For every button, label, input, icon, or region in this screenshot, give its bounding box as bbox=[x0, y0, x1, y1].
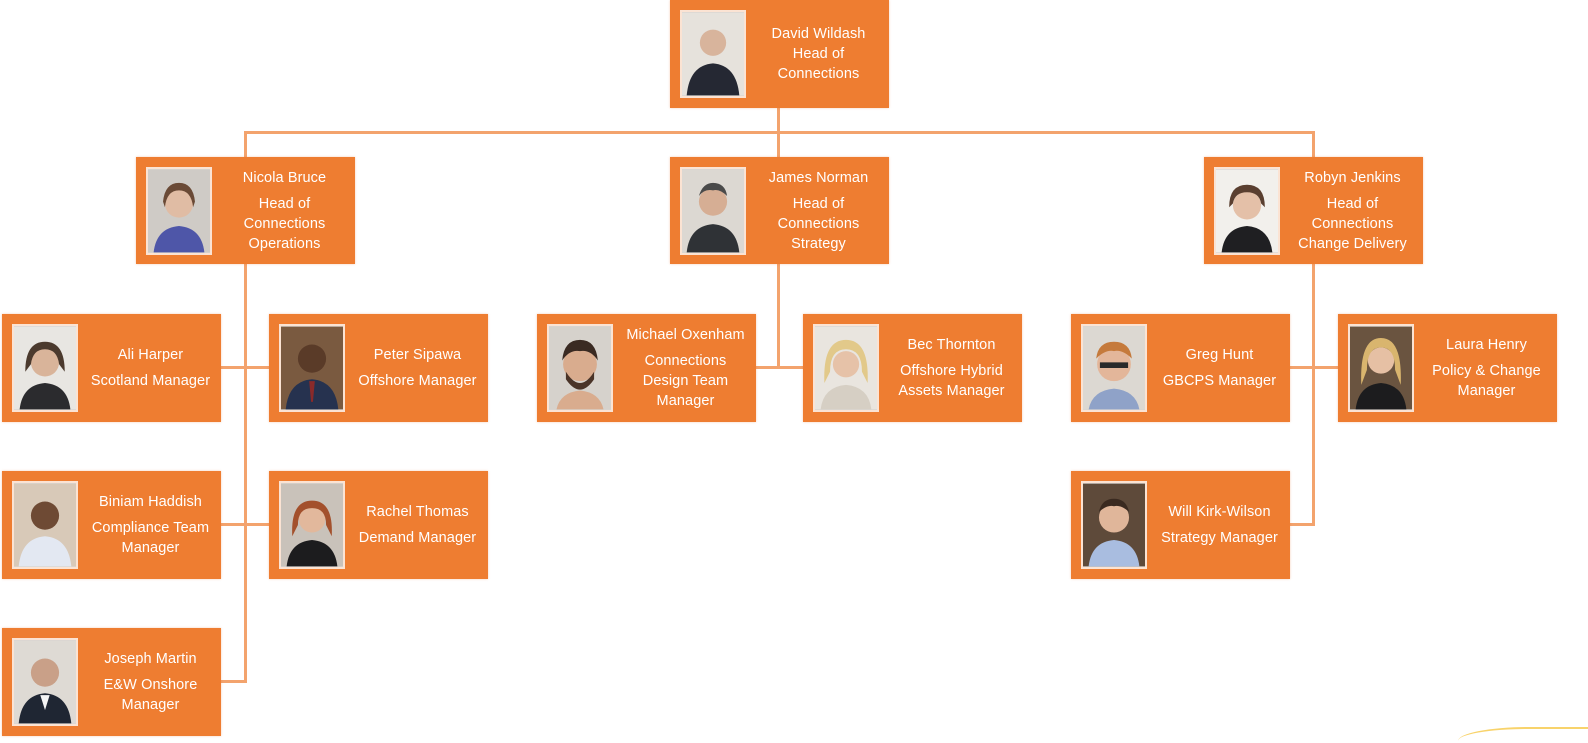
person-title-line: Offshore Hybrid bbox=[900, 363, 1003, 379]
org-card-change-member[interactable]: Greg Hunt GBCPS Manager bbox=[1071, 314, 1290, 422]
org-card-head-change[interactable]: Robyn Jenkins Head of Connections Change… bbox=[1204, 157, 1423, 264]
person-name: Laura Henry bbox=[1446, 337, 1527, 353]
person-name: Biniam Haddish bbox=[99, 494, 202, 510]
connector-change-row2 bbox=[1289, 523, 1315, 526]
person-title-line: Connections bbox=[777, 215, 860, 232]
person-title-line: Connections bbox=[1311, 215, 1394, 232]
org-card-head-strategy[interactable]: James Norman Head of Connections Strateg… bbox=[670, 157, 889, 264]
person-title-line: GBCPS Manager bbox=[1162, 373, 1277, 389]
connector-nicola-up bbox=[244, 131, 247, 157]
portrait-photo bbox=[146, 167, 212, 255]
connector-operations-row2 bbox=[221, 523, 270, 526]
person-title-line: Head of bbox=[792, 46, 845, 62]
person-title-line: Compliance Team bbox=[91, 520, 210, 536]
card-text: Robyn Jenkins Head of Connections Change… bbox=[1284, 157, 1421, 264]
person-title-line: Design Team bbox=[642, 373, 729, 389]
person-title-line: Connections bbox=[777, 66, 860, 82]
connector-strategy-row1 bbox=[755, 366, 804, 369]
person-title-line: Scotland Manager bbox=[90, 373, 211, 389]
person-title-line: E&W Onshore bbox=[103, 677, 198, 693]
person-title-line: Strategy bbox=[791, 235, 846, 252]
org-card-operations-member[interactable]: Joseph Martin E&W Onshore Manager bbox=[2, 628, 221, 736]
person-title-line: Manager bbox=[656, 393, 715, 409]
person-title-line: Offshore Manager bbox=[358, 373, 477, 389]
org-card-change-member[interactable]: Laura Henry Policy & Change Manager bbox=[1338, 314, 1557, 422]
card-text: James Norman Head of Connections Strateg… bbox=[750, 157, 887, 264]
person-name: Bec Thornton bbox=[907, 337, 996, 353]
portrait-photo bbox=[680, 167, 746, 255]
person-name: Michael Oxenham bbox=[626, 327, 745, 343]
corner-accent-curve bbox=[1458, 727, 1588, 743]
card-text: Greg Hunt GBCPS Manager bbox=[1151, 314, 1288, 422]
portrait-photo bbox=[12, 638, 78, 726]
person-name: Joseph Martin bbox=[104, 651, 197, 667]
portrait-photo bbox=[1081, 481, 1147, 569]
person-title-line: Connections bbox=[243, 215, 326, 232]
card-text: Bec Thornton Offshore Hybrid Assets Mana… bbox=[883, 314, 1020, 422]
connector-change-row1 bbox=[1289, 366, 1338, 369]
person-title-line: Manager bbox=[121, 697, 180, 713]
portrait-photo bbox=[12, 481, 78, 569]
person-name: Greg Hunt bbox=[1185, 347, 1254, 363]
org-card-operations-member[interactable]: Rachel Thomas Demand Manager bbox=[269, 471, 488, 579]
portrait-photo bbox=[547, 324, 613, 412]
org-card-operations-member[interactable]: Peter Sipawa Offshore Manager bbox=[269, 314, 488, 422]
person-title-line: Head of bbox=[792, 195, 845, 212]
card-text: Ali Harper Scotland Manager bbox=[82, 314, 219, 422]
org-card-change-member[interactable]: Will Kirk-Wilson Strategy Manager bbox=[1071, 471, 1290, 579]
card-text: Will Kirk-Wilson Strategy Manager bbox=[1151, 471, 1288, 579]
connector-operations-row3 bbox=[221, 680, 247, 683]
org-card-strategy-member[interactable]: Bec Thornton Offshore Hybrid Assets Mana… bbox=[803, 314, 1022, 422]
portrait-photo bbox=[1214, 167, 1280, 255]
connector-operations-trunk bbox=[244, 264, 247, 682]
person-name: Rachel Thomas bbox=[366, 504, 469, 520]
portrait-photo bbox=[12, 324, 78, 412]
org-card-operations-member[interactable]: Ali Harper Scotland Manager bbox=[2, 314, 221, 422]
portrait-photo bbox=[1081, 324, 1147, 412]
person-name: James Norman bbox=[768, 169, 869, 186]
person-title-line: Manager bbox=[121, 540, 180, 556]
person-title-line: Policy & Change bbox=[1432, 363, 1541, 379]
org-card-operations-member[interactable]: Biniam Haddish Compliance Team Manager bbox=[2, 471, 221, 579]
card-text: Joseph Martin E&W Onshore Manager bbox=[82, 628, 219, 736]
person-title-line: Head of bbox=[258, 195, 311, 212]
connector-james-up bbox=[777, 131, 780, 157]
portrait-photo bbox=[680, 10, 746, 98]
person-name: Nicola Bruce bbox=[242, 169, 327, 186]
connector-robyn-up bbox=[1312, 131, 1315, 157]
card-text: Peter Sipawa Offshore Manager bbox=[349, 314, 486, 422]
person-title-line: Manager bbox=[1457, 383, 1516, 399]
person-title-line: Assets Manager bbox=[898, 383, 1005, 399]
card-text: Laura Henry Policy & Change Manager bbox=[1418, 314, 1555, 422]
portrait-photo bbox=[279, 481, 345, 569]
portrait-photo bbox=[1348, 324, 1414, 412]
person-name: Robyn Jenkins bbox=[1304, 169, 1401, 186]
person-name: David Wildash bbox=[771, 26, 866, 42]
connector-strategy-trunk bbox=[777, 264, 780, 368]
card-text: David Wildash Head of Connections bbox=[750, 0, 887, 108]
person-name: Will Kirk-Wilson bbox=[1168, 504, 1271, 520]
card-text: Michael Oxenham Connections Design Team … bbox=[617, 314, 754, 422]
person-name: Ali Harper bbox=[117, 347, 184, 363]
person-title-line: Demand Manager bbox=[358, 530, 477, 546]
person-title-line: Change Delivery bbox=[1298, 235, 1407, 252]
portrait-photo bbox=[813, 324, 879, 412]
person-title-line: Connections bbox=[644, 353, 727, 369]
person-title-line: Head of bbox=[1326, 195, 1379, 212]
person-name: Peter Sipawa bbox=[373, 347, 462, 363]
org-card-head-operations[interactable]: Nicola Bruce Head of Connections Operati… bbox=[136, 157, 355, 264]
connector-operations-row1 bbox=[221, 366, 270, 369]
org-card-strategy-member[interactable]: Michael Oxenham Connections Design Team … bbox=[537, 314, 756, 422]
connector-root-down bbox=[777, 108, 780, 132]
card-text: Biniam Haddish Compliance Team Manager bbox=[82, 471, 219, 579]
card-text: Nicola Bruce Head of Connections Operati… bbox=[216, 157, 353, 264]
connector-change-trunk bbox=[1312, 264, 1315, 526]
person-title-line: Operations bbox=[248, 235, 321, 252]
card-text: Rachel Thomas Demand Manager bbox=[349, 471, 486, 579]
person-title-line: Strategy Manager bbox=[1161, 530, 1278, 546]
org-card-root[interactable]: David Wildash Head of Connections bbox=[670, 0, 889, 108]
portrait-photo bbox=[279, 324, 345, 412]
